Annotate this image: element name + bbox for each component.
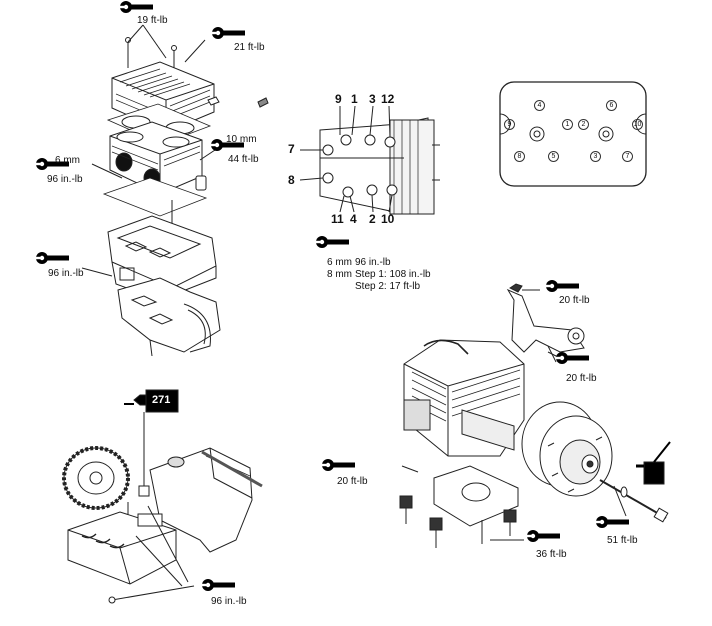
fan-exhaust-exploded: [62, 389, 263, 604]
wrench-icon: [556, 352, 589, 364]
wrench-icon: [120, 1, 153, 13]
sequence-number: 1: [351, 92, 358, 106]
torque-label-crank-left: 96 in.-lb: [48, 268, 84, 279]
wrench-icon: [212, 27, 245, 39]
wrench-icon: [596, 516, 629, 528]
sequence-number: 8: [288, 173, 295, 187]
torque-spec-block: 6 mm 96 in.-lb 8 mm Step 1: 108 in.-lb S…: [327, 257, 431, 293]
wrench-icon: [322, 459, 355, 471]
torque-label-cyl-left-val: 96 in.-lb: [47, 174, 83, 185]
wrench-icon: [316, 236, 349, 248]
torque-label-head-right: 21 ft-lb: [234, 42, 265, 53]
sequence-number: 12: [381, 92, 395, 106]
crankcase-torque-sequence: [299, 105, 440, 215]
torque-label-mount-mid: 20 ft-lb: [566, 373, 597, 384]
torque-label-exhaust: 96 in.-lb: [211, 596, 247, 607]
sequence-number: 4: [350, 212, 357, 226]
torque-label-mount-bottom: 36 ft-lb: [536, 549, 567, 560]
pattern-number: 3: [590, 151, 601, 162]
pattern-number: 1: [562, 119, 573, 130]
pattern-number: 10: [632, 119, 643, 130]
spec-size: 6 mm: [327, 257, 352, 268]
torque-label-mount-top: 20 ft-lb: [559, 295, 590, 306]
spec-row: 6 mm 96 in.-lb: [327, 257, 431, 269]
spec-size: [327, 281, 355, 293]
torque-label-clutch-bolt: 51 ft-lb: [607, 535, 638, 546]
torque-label-mount-left: 20 ft-lb: [337, 476, 368, 487]
sequence-number: 9: [335, 92, 342, 106]
spec-value: Step 1: 108 in.-lb: [355, 269, 431, 280]
torque-label-cyl-left-size: 6 mm: [55, 155, 80, 166]
pattern-number: 7: [622, 151, 633, 162]
pattern-number: 4: [534, 100, 545, 111]
torque-label-cyl-right-size: 10 mm: [226, 134, 257, 145]
wrench-icon: [546, 280, 579, 292]
pattern-number: 2: [578, 119, 589, 130]
head-bolt-pattern: [499, 81, 647, 187]
loctite-label: 271: [152, 394, 171, 406]
engine-head-exploded: [81, 24, 269, 357]
sequence-number: 2: [369, 212, 376, 226]
wrench-icon: [202, 579, 235, 591]
sequence-number: 7: [288, 142, 295, 156]
pattern-number: 8: [514, 151, 525, 162]
spec-value: Step 2: 17 ft-lb: [355, 281, 421, 292]
wrench-icon: [36, 252, 69, 264]
pattern-number: 6: [606, 100, 617, 111]
spec-size: 8 mm: [327, 269, 352, 280]
wrench-icon: [527, 530, 560, 542]
engine-mount-assembly: [399, 283, 671, 548]
sequence-number: 11: [331, 212, 344, 226]
sequence-number: 10: [381, 212, 395, 226]
spec-value: 96 in.-lb: [355, 257, 391, 268]
spec-row: 8 mm Step 1: 108 in.-lb: [327, 269, 431, 281]
sequence-number: 3: [369, 92, 376, 106]
pattern-number: 9: [504, 119, 515, 130]
pattern-number: 5: [548, 151, 559, 162]
torque-label-head-top: 19 ft-lb: [137, 15, 168, 26]
spec-row: Step 2: 17 ft-lb: [327, 281, 431, 293]
torque-label-cyl-right-val: 44 ft-lb: [228, 154, 259, 165]
